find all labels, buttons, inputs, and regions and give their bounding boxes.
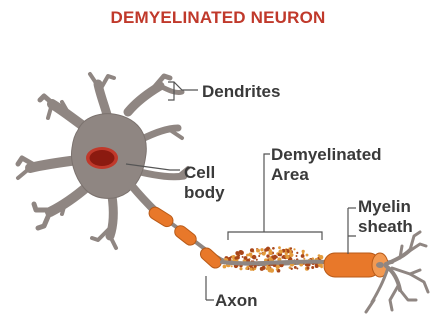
debris-particle	[270, 268, 275, 273]
label-dendrites: Dendrites	[202, 83, 280, 101]
debris-particle	[250, 248, 254, 252]
debris-particle	[276, 269, 278, 271]
debris-particle	[289, 253, 293, 257]
debris-particle	[231, 265, 233, 267]
debris-particle	[264, 248, 268, 252]
demyelinated-axon-segment	[222, 262, 326, 264]
debris-particle	[296, 268, 298, 270]
debris-particle	[285, 250, 287, 252]
debris-particle	[223, 265, 227, 269]
debris-particle	[258, 255, 260, 257]
label-myelin-line1: Myelin	[358, 198, 411, 216]
debris-particle	[256, 259, 258, 261]
label-demyelinated-line1: Demyelinated	[271, 146, 382, 164]
debris-particle	[320, 266, 323, 269]
debris-particle	[262, 252, 266, 256]
debris-particle	[282, 257, 284, 259]
label-myelin-line2: sheath	[358, 218, 413, 236]
debris-particle	[306, 254, 309, 257]
debris-particle	[246, 254, 249, 257]
debris-particle	[290, 247, 292, 249]
myelin-segments-proximal	[147, 205, 224, 271]
debris-particle	[271, 255, 274, 258]
debris-particle	[303, 258, 305, 260]
debris-particle	[291, 268, 293, 270]
myelin-leader	[348, 208, 356, 254]
debris-particle	[296, 252, 298, 254]
axon-leader	[206, 276, 214, 300]
debris-particle	[242, 256, 244, 258]
myelin-sheath	[324, 253, 388, 277]
debris-particle	[268, 251, 272, 255]
debris-particle	[285, 252, 288, 255]
label-axon: Axon	[215, 292, 258, 310]
nucleus	[86, 147, 118, 169]
debris-particle	[259, 252, 262, 255]
debris-particle	[236, 256, 240, 260]
debris-particle	[252, 255, 257, 260]
label-cell-body-line2: body	[184, 184, 225, 202]
debris-particle	[302, 250, 305, 253]
debris-particle	[293, 248, 295, 250]
debris-particle	[311, 266, 314, 269]
debris-particle	[266, 268, 268, 270]
debris-particle	[318, 264, 320, 266]
debris-particle	[256, 249, 260, 253]
debris-particle	[285, 255, 289, 259]
debris-particle	[266, 254, 269, 257]
debris-particle	[301, 254, 305, 258]
debris-particle	[262, 266, 266, 270]
debris-particle	[306, 267, 309, 270]
debris-particle	[260, 248, 263, 251]
debris-particle	[296, 255, 298, 257]
label-demyelinated-line2: Area	[271, 166, 309, 184]
debris-particle	[278, 249, 282, 253]
debris-particle	[294, 266, 297, 269]
label-cell-body-line1: Cell	[184, 164, 215, 182]
debris-particle	[245, 267, 248, 270]
debris-particle	[320, 257, 322, 259]
debris-particle	[278, 246, 281, 249]
debris-particle	[272, 247, 275, 250]
debris-particle	[239, 267, 242, 270]
debris-particle	[250, 268, 253, 271]
demyelination-debris	[222, 246, 326, 272]
